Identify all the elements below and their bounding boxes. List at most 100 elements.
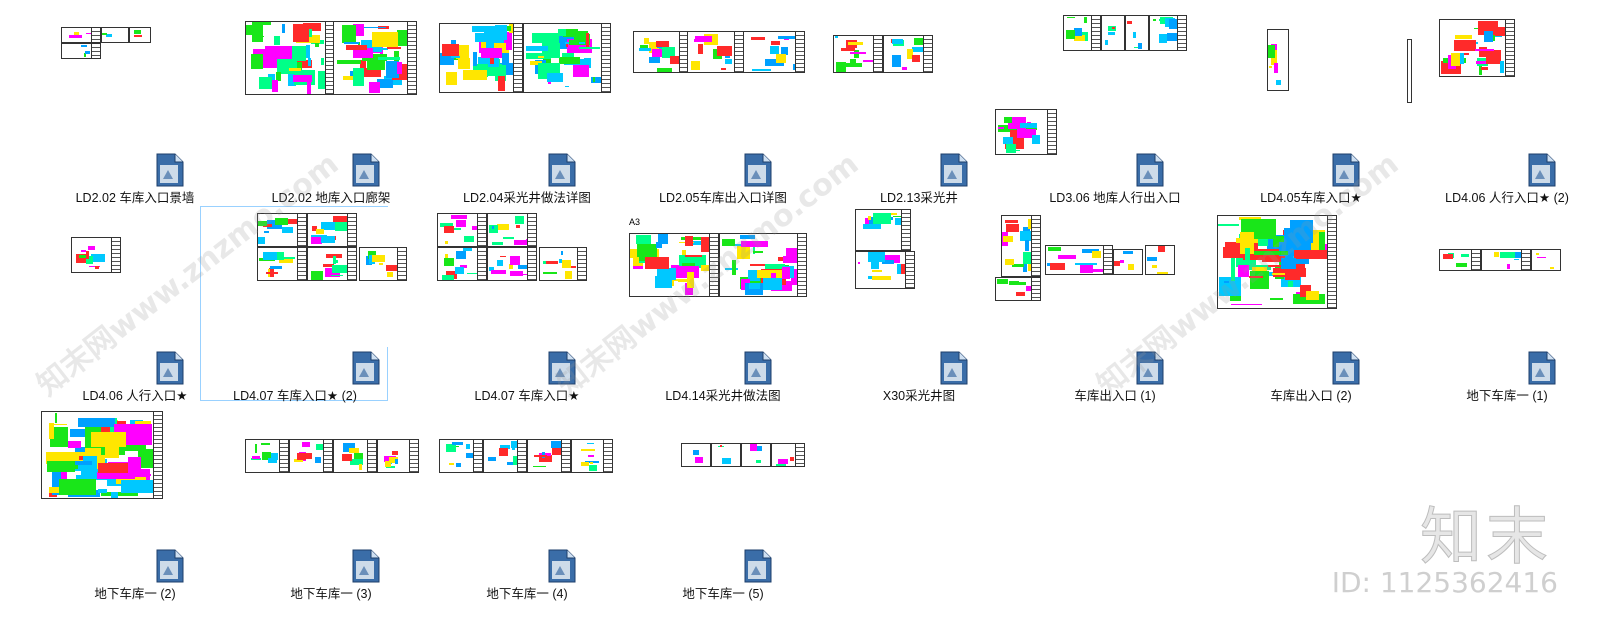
- file-item[interactable]: 车库出入口 (2): [1216, 206, 1405, 403]
- drawing-block: [488, 266, 495, 271]
- drawing-block: [336, 59, 361, 65]
- drawing-block: [585, 461, 600, 463]
- file-item[interactable]: 地下车库一 (3): [236, 404, 425, 601]
- drawing-block: [80, 45, 87, 48]
- drawing-block: [565, 271, 572, 279]
- file-item[interactable]: 地下车库一 (1): [1412, 206, 1600, 403]
- drawing-block: [1009, 130, 1017, 142]
- file-item[interactable]: 地下车库一 (5): [628, 404, 817, 601]
- drawing-sheet: [245, 439, 289, 473]
- drawing-block: [720, 68, 727, 71]
- drawing-block: [656, 68, 673, 72]
- drawing-block: [307, 82, 312, 94]
- file-item[interactable]: LD4.05车库入口★: [1216, 8, 1412, 205]
- drawing-block: [1460, 253, 1469, 257]
- file-item[interactable]: LD2.04采光井做法详图: [432, 8, 621, 205]
- file-item[interactable]: 车库出入口 (1): [995, 206, 1209, 403]
- drawing-block: [1537, 256, 1546, 259]
- drawing-block: [656, 241, 663, 249]
- drawing-block: [873, 213, 892, 224]
- drawing-block: [864, 217, 875, 227]
- drawing-block: [335, 222, 349, 231]
- file-thumbnail: [433, 405, 621, 545]
- drawing-block: [1484, 30, 1494, 42]
- file-thumbnail: [629, 9, 817, 149]
- drawing-block: [539, 455, 553, 463]
- drawing-block: [565, 85, 570, 88]
- drawing-block: [443, 257, 455, 266]
- drawing-block: [278, 258, 294, 264]
- drawing-block: [1006, 224, 1019, 233]
- drawing-block: [263, 230, 270, 233]
- file-item[interactable]: LD4.06 人行入口★ (2): [1412, 8, 1600, 205]
- drawing-block: [67, 441, 82, 449]
- drawing-block: [840, 47, 855, 52]
- drawing-block: [487, 58, 500, 77]
- file-thumbnail: [433, 207, 621, 347]
- drawing-block: [747, 269, 760, 281]
- title-block: [1505, 20, 1514, 76]
- drawing-sheet: [523, 23, 611, 93]
- file-item[interactable]: LD2.05车库出入口详图: [628, 8, 817, 205]
- file-name: LD2.13采光井: [880, 191, 958, 205]
- drawing-block: [1443, 253, 1454, 260]
- drawing-block: [333, 215, 349, 223]
- drawing-block: [503, 236, 515, 239]
- drawing-block: [251, 22, 272, 25]
- drawing-block: [1008, 280, 1020, 285]
- drawing-block: [1158, 34, 1168, 44]
- drawing-block: [303, 23, 321, 32]
- file-item[interactable]: LD2.02 车库入口景墙: [40, 8, 229, 205]
- drawing-block: [649, 57, 661, 64]
- drawing-sheet: [1001, 215, 1041, 277]
- drawing-sheet: [1113, 249, 1143, 275]
- drawing-block: [1013, 281, 1026, 285]
- file-item[interactable]: LD4.07 车库入口★: [432, 206, 621, 403]
- drawing-block: [857, 262, 861, 265]
- file-item[interactable]: LD4.06 人行入口★: [40, 206, 229, 403]
- sheet-size-tag: A3: [629, 217, 641, 227]
- title-block: [797, 234, 806, 296]
- drawing-block: [752, 241, 755, 255]
- title-block: [347, 248, 356, 280]
- drawing-block: [368, 254, 375, 264]
- title-block: [347, 214, 356, 246]
- drawing-block: [332, 265, 348, 273]
- file-item[interactable]: 地下车库一 (2): [40, 404, 229, 601]
- drawing-block: [1128, 263, 1135, 271]
- file-item[interactable]: LD3.06 地库人行出入口: [995, 8, 1209, 205]
- file-item[interactable]: LD4.07 车库入口★ (2): [200, 206, 425, 403]
- file-item[interactable]: 地下车库一 (4): [432, 404, 621, 601]
- file-item[interactable]: LD2.13采光井: [824, 8, 1013, 205]
- drawing-block: [387, 47, 402, 49]
- drawing-block: [561, 251, 564, 255]
- drawing-block: [550, 441, 563, 449]
- drawing-block: [460, 265, 468, 269]
- drawing-block: [869, 217, 874, 228]
- drawing-block: [515, 225, 520, 229]
- drawing-block: [283, 219, 298, 225]
- file-item[interactable]: LD2.02 地库入口廊架: [236, 8, 425, 205]
- drawing-block: [685, 235, 694, 246]
- drawing-block: [441, 275, 454, 280]
- drawing-block: [1507, 264, 1511, 270]
- drawing-block: [386, 60, 400, 79]
- file-icon: [939, 153, 969, 187]
- drawing-block: [379, 43, 384, 62]
- drawing-block: [463, 248, 472, 252]
- drawing-block: [1166, 32, 1179, 42]
- drawing-block: [1133, 46, 1142, 49]
- drawing-block: [501, 53, 510, 65]
- drawing-block: [914, 38, 923, 45]
- drawing-block: [504, 31, 513, 50]
- drawing-sheet: [1481, 249, 1531, 271]
- file-item[interactable]: X30采光井图: [824, 206, 1013, 403]
- drawing-block: [1287, 280, 1293, 287]
- drawing-block: [481, 38, 486, 56]
- drawing-block: [121, 480, 155, 494]
- drawing-block: [1283, 227, 1299, 242]
- drawing-block: [86, 32, 93, 35]
- drawing-block: [251, 457, 261, 461]
- drawing-block: [110, 492, 119, 498]
